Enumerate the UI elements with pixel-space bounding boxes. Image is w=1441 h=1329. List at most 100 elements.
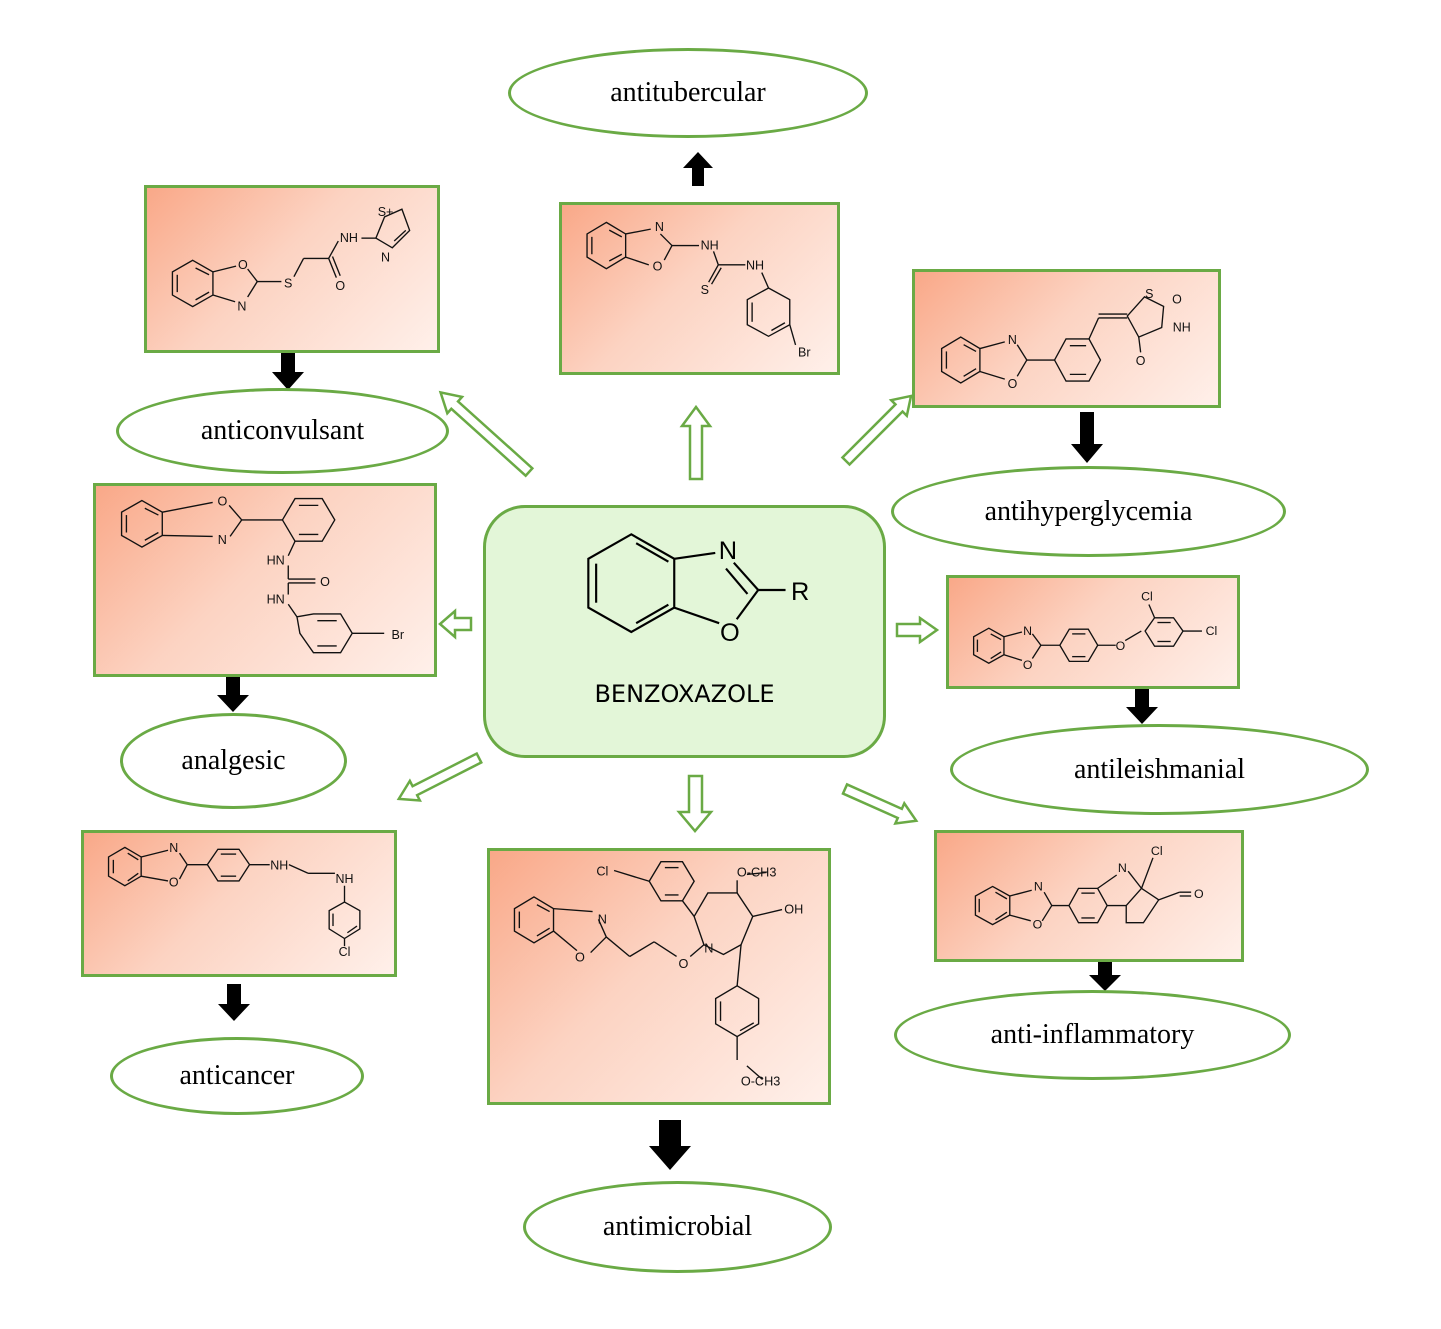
benzoxazole-core-structure: N O R [587,533,809,647]
atom-label: Br [391,628,404,642]
structure-antimicrobial: Cl N O O N O-CH3 OH O-CH3 [513,861,803,1088]
atom-label: O [1172,293,1182,307]
activity-anticancer: anticancer [110,1037,364,1115]
hollow-arrow-right [895,615,940,645]
atom-n-label: N [719,537,737,565]
structure-card-anticancer: N O NH NH Cl [81,830,397,977]
activity-anti-inflammatory: anti-inflammatory [894,990,1291,1080]
structure-card-anti-inflammatory: N O N Cl O [934,830,1244,962]
activity-anticonvulsant: anticonvulsant [116,388,449,474]
hollow-arrow-down [676,774,714,833]
atom-label: O [335,279,345,293]
activity-label: antileishmanial [1073,753,1246,785]
atom-label: NH [1173,320,1191,334]
structure-card-anticonvulsant: O N S NH O S+ N [144,185,440,353]
atom-label: OH [784,903,803,917]
atom-label: O [575,950,585,964]
atom-label: O [1023,658,1033,672]
core-title: BENZOXAZOLE [594,680,775,708]
structure-antihyperglycemia: N O S O NH O [940,287,1191,391]
benzoxazole-core-node: N O R BENZOXAZOLE [483,505,886,758]
atom-label: N [1118,861,1127,875]
activity-label: antitubercular [610,77,766,108]
atom-label: O [1116,639,1126,653]
atom-label: O-CH3 [741,1074,780,1088]
hollow-arrow-left [438,608,473,640]
structure-card-antileishmanial: N O O Cl Cl [946,575,1240,689]
atom-label: O [653,260,663,274]
solid-arrow-antihyperglycemia [1071,412,1103,463]
atom-label: N [169,841,178,855]
hollow-arrow-down-right [841,782,919,825]
atom-label: NH [746,259,764,273]
activity-label: antimicrobial [602,1211,753,1242]
atom-label: O [320,575,330,589]
hollow-arrow-up [679,404,713,481]
atom-label: O [238,258,248,272]
substituent-r-label: R [791,578,809,606]
atom-label: N [381,250,390,264]
atom-label: NH [701,238,719,252]
atom-label: N [1008,333,1017,347]
structure-antitubercular: N O NH NH S Br [586,220,811,360]
atom-label: Cl [596,864,608,878]
structure-card-antimicrobial: Cl N O O N O-CH3 OH O-CH3 [487,848,831,1105]
atom-label: O [1194,887,1204,901]
structure-antileishmanial: N O O Cl Cl [972,590,1218,672]
atom-label: Cl [1151,844,1163,858]
activity-antileishmanial: antileishmanial [950,724,1369,815]
atom-label: O-CH3 [737,865,776,879]
atom-label: Cl [339,945,351,959]
solid-arrow-antitubercular [683,152,713,186]
solid-arrow-antimicrobial [649,1120,691,1170]
atom-label: N [655,220,664,234]
solid-arrow-analgesic [217,677,249,712]
activity-label: anticancer [179,1060,295,1091]
atom-label: NH [340,231,358,245]
atom-label: N [704,942,713,956]
structure-card-analgesic: O N HN O HN Br [93,483,437,677]
atom-label: O [1008,377,1018,391]
structure-card-antitubercular: N O NH NH S Br [559,202,840,375]
hollow-arrow-down-left [396,751,483,802]
atom-label: Cl [1206,624,1218,638]
activity-label: anti-inflammatory [990,1019,1195,1050]
solid-arrow-anti-inflammatory [1089,962,1121,991]
activity-antitubercular: antitubercular [508,48,868,138]
atom-label: NH [336,872,354,886]
atom-label: O [1033,917,1043,931]
atom-label: N [237,299,246,313]
activity-antimicrobial: antimicrobial [523,1181,832,1273]
atom-label: O [678,957,688,971]
activity-analgesic: analgesic [120,713,347,809]
atom-label: N [1023,624,1032,638]
atom-label: N [598,912,607,926]
atom-label: S [701,283,709,297]
atom-label: S [284,276,292,290]
solid-arrow-antileishmanial [1126,687,1158,724]
atom-label: N [218,533,227,547]
atom-o-label: O [720,619,740,647]
atom-label: O [1136,354,1146,368]
atom-label: O [217,494,227,508]
atom-label: NH [270,858,288,872]
atom-label: Cl [1141,590,1153,604]
structure-anticonvulsant: O N S NH O S+ N [171,205,411,313]
structure-analgesic: O N HN O HN Br [120,494,404,654]
structure-anti-inflammatory: N O N Cl O [974,844,1204,931]
solid-arrow-anticonvulsant [272,349,304,390]
atom-label: HN [267,592,285,606]
activity-label: antihyperglycemia [984,495,1193,527]
atom-label: S+ [378,205,394,219]
structure-anticancer: N O NH NH Cl [107,841,361,959]
atom-label: N [1034,879,1043,893]
structure-card-antihyperglycemia: N O S O NH O [912,269,1221,408]
hollow-arrow-up-right [840,394,913,467]
solid-arrow-anticancer [218,984,250,1021]
atom-label: Br [798,346,811,360]
atom-label: O [169,876,179,890]
atom-label: S [1145,287,1153,301]
activity-antihyperglycemia: antihyperglycemia [891,466,1286,557]
activity-label: analgesic [181,745,286,776]
activity-label: anticonvulsant [200,415,365,446]
